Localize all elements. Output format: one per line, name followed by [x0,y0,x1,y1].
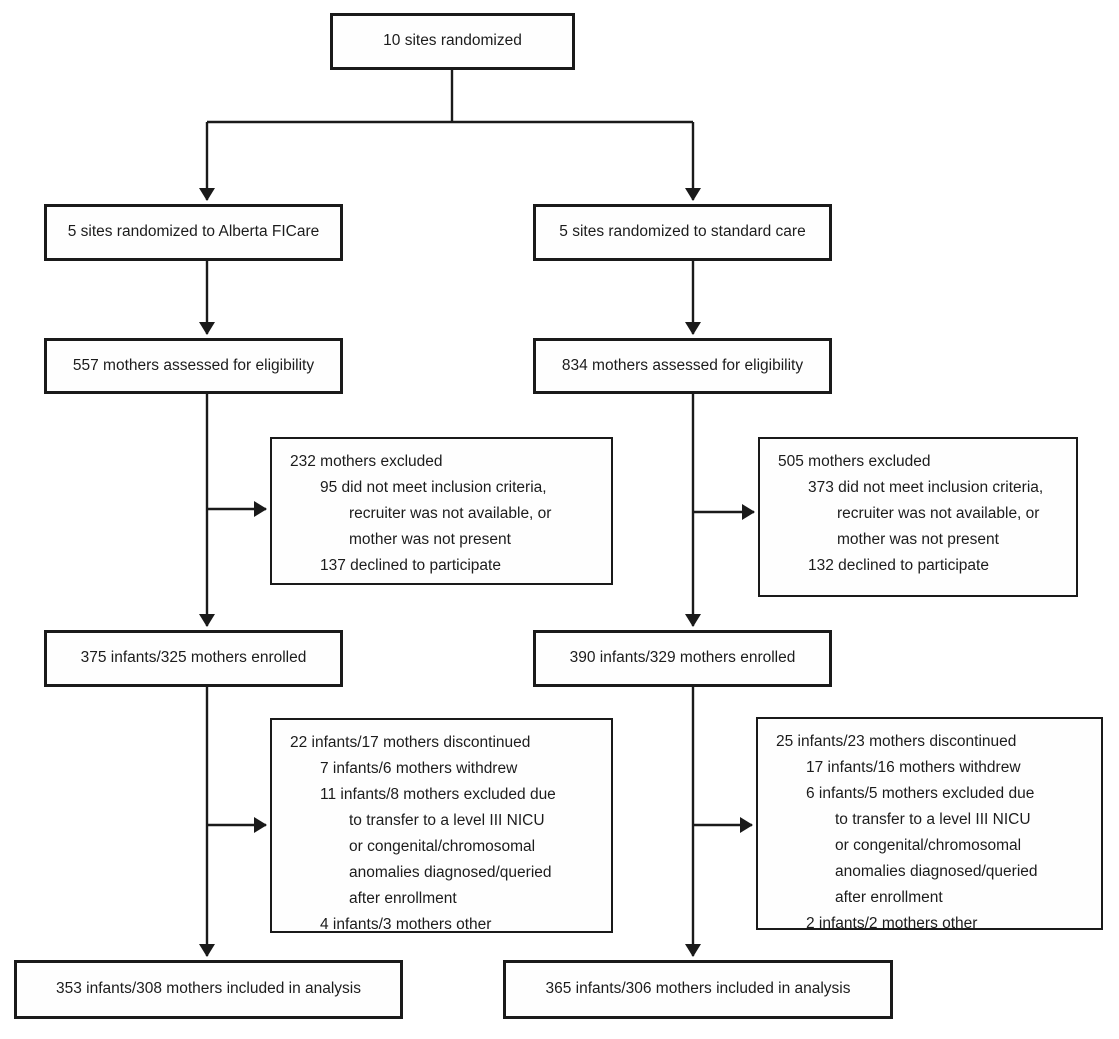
excluded-ficare-line: 137 declined to participate [320,557,501,574]
discontinued-standard-line: or congenital/chromosomal [835,837,1022,854]
discontinued-ficare-line: 4 infants/3 mothers other [320,916,492,933]
discontinued-ficare-line: 7 infants/6 mothers withdrew [320,760,518,777]
node-discontinued-standard: 25 infants/23 mothers discontinued 17 in… [756,717,1103,932]
node-enrolled-ficare: 375 infants/325 mothers enrolled [44,630,343,687]
node-enrolled-standard: 390 infants/329 mothers enrolled [533,630,832,687]
excluded-standard-line: 373 did not meet inclusion criteria, [808,479,1044,496]
node-sites-randomized: 10 sites randomized [330,13,575,70]
node-analysis-ficare: 353 infants/308 mothers included in anal… [14,960,403,1019]
node-arm-ficare-label: 5 sites randomized to Alberta FICare [67,223,320,241]
discontinued-standard-line: 6 infants/5 mothers excluded due [806,785,1035,802]
excluded-standard-line: 132 declined to participate [808,557,989,574]
node-excluded-standard: 505 mothers excluded 373 did not meet in… [758,437,1078,597]
excluded-standard-line: mother was not present [837,531,999,548]
excluded-standard-line: 505 mothers excluded [778,453,931,470]
discontinued-ficare-line: to transfer to a level III NICU [349,812,545,829]
node-enrolled-ficare-label: 375 infants/325 mothers enrolled [80,649,307,667]
excluded-ficare-line: recruiter was not available, or [349,505,552,522]
discontinued-standard-line: to transfer to a level III NICU [835,811,1031,828]
node-sites-randomized-label: 10 sites randomized [383,32,522,50]
discontinued-standard-line: 17 infants/16 mothers withdrew [806,759,1021,776]
discontinued-ficare-line: anomalies diagnosed/queried [349,864,552,881]
node-analysis-standard-label: 365 infants/306 mothers included in anal… [545,980,851,998]
node-excluded-ficare: 232 mothers excluded 95 did not meet inc… [270,437,613,585]
discontinued-standard-line: anomalies diagnosed/queried [835,863,1038,880]
excluded-ficare-line: 232 mothers excluded [290,453,443,470]
discontinued-standard-line: 2 infants/2 mothers other [806,915,978,932]
node-analysis-standard: 365 infants/306 mothers included in anal… [503,960,893,1019]
node-arm-standard: 5 sites randomized to standard care [533,204,832,261]
node-analysis-ficare-label: 353 infants/308 mothers included in anal… [55,980,362,998]
discontinued-ficare-line: after enrollment [349,890,457,907]
node-enrolled-standard-label: 390 infants/329 mothers enrolled [569,649,796,667]
discontinued-ficare-line: 22 infants/17 mothers discontinued [290,734,531,751]
node-arm-ficare: 5 sites randomized to Alberta FICare [44,204,343,261]
node-eligibility-standard: 834 mothers assessed for eligibility [533,338,832,394]
node-eligibility-ficare-label: 557 mothers assessed for eligibility [72,356,315,374]
excluded-ficare-line: 95 did not meet inclusion criteria, [320,479,547,496]
excluded-standard-line: recruiter was not available, or [837,505,1040,522]
discontinued-standard-line: 25 infants/23 mothers discontinued [776,733,1017,750]
excluded-ficare-line: mother was not present [349,531,511,548]
node-arm-standard-label: 5 sites randomized to standard care [559,223,806,241]
discontinued-ficare-line: 11 infants/8 mothers excluded due [320,786,556,803]
discontinued-ficare-line: or congenital/chromosomal [349,838,536,855]
discontinued-standard-line: after enrollment [835,889,943,906]
node-eligibility-standard-label: 834 mothers assessed for eligibility [561,356,804,374]
node-eligibility-ficare: 557 mothers assessed for eligibility [44,338,343,394]
node-discontinued-ficare: 22 infants/17 mothers discontinued 7 inf… [270,718,613,933]
